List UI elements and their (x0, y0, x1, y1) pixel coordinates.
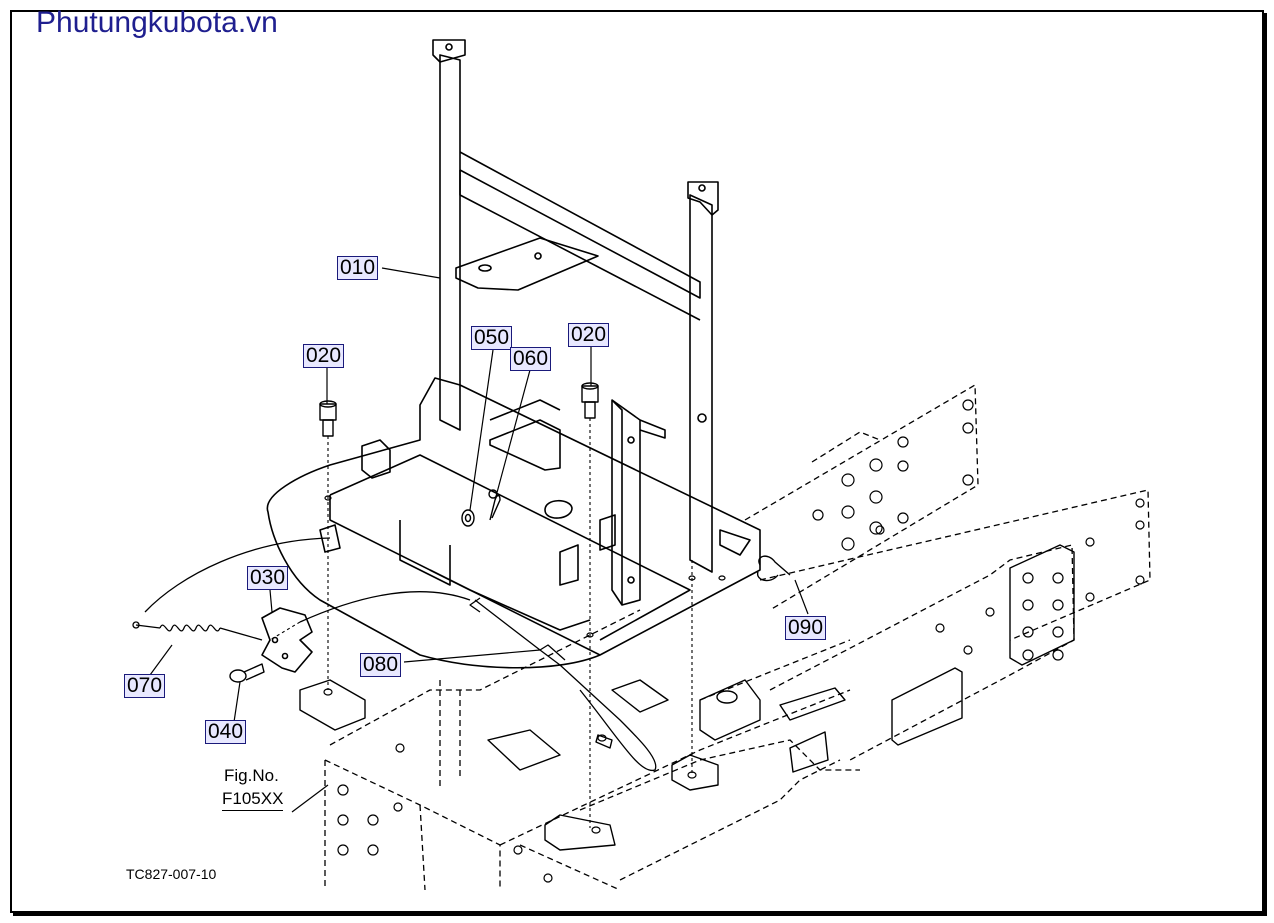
bolt-020-right (581, 382, 599, 419)
callout-080[interactable]: 080 (360, 653, 402, 677)
figure-ref-number[interactable]: F105XX (222, 789, 284, 811)
callout-040[interactable]: 040 (205, 720, 247, 744)
callout-050[interactable]: 050 (471, 326, 513, 350)
mount-holes (323, 495, 726, 834)
drawing-code: TC827-007-10 (126, 866, 217, 882)
callout-060[interactable]: 060 (510, 347, 552, 371)
slide-lock-plate-030 (261, 607, 313, 673)
callout-070[interactable]: 070 (124, 674, 166, 698)
chassis-holes (337, 399, 1145, 883)
pin-040 (229, 663, 265, 683)
callout-020-right[interactable]: 020 (568, 323, 610, 347)
assembly-guides (269, 418, 693, 828)
washer-050 (461, 509, 475, 527)
callout-010[interactable]: 010 (337, 256, 379, 280)
spring-070 (132, 621, 263, 641)
figure-ref-label: Fig.No. (224, 766, 279, 785)
site-watermark: Phutungkubota.vn (36, 6, 278, 39)
diagram-frame (10, 10, 1264, 913)
callout-020-left[interactable]: 020 (303, 344, 345, 368)
platform-plate (266, 377, 761, 669)
leader-lines (149, 267, 809, 813)
cable-lines (144, 537, 657, 772)
bolt-020-left (319, 400, 337, 437)
seat-support-frame-010 (432, 39, 719, 606)
chassis-brackets (299, 544, 1075, 851)
spring-clip-090 (756, 555, 791, 582)
callout-090[interactable]: 090 (785, 616, 827, 640)
chassis-frame (324, 384, 1151, 891)
callout-030[interactable]: 030 (247, 566, 289, 590)
